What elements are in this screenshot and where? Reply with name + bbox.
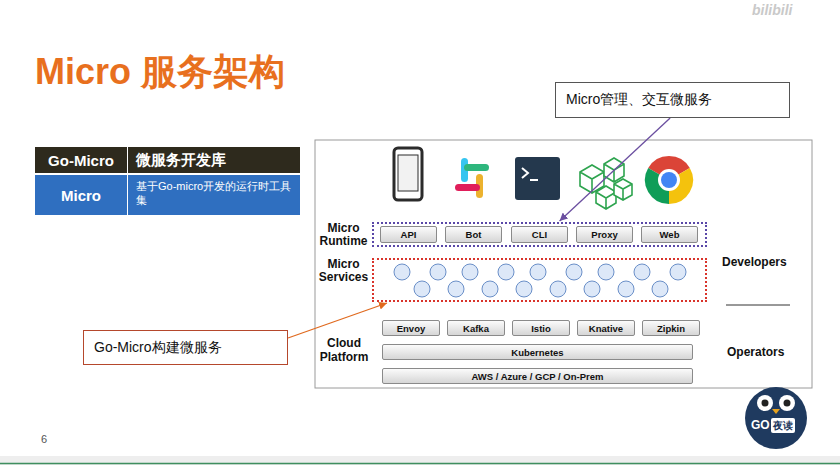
- services-band: Micro Services: [372, 258, 707, 302]
- page-number: 6: [41, 433, 47, 445]
- service-circles: [394, 264, 686, 297]
- table-cell: Micro: [35, 175, 127, 215]
- phone-screen: [398, 155, 418, 191]
- owl-logo: [745, 387, 807, 449]
- node-text: Knative: [589, 323, 623, 334]
- node-text: Bot: [466, 229, 482, 240]
- node-text: CLI: [532, 229, 547, 240]
- node-text: Envoy: [397, 323, 426, 334]
- component-box: API: [380, 226, 437, 243]
- cube: [614, 179, 632, 200]
- service-circle: [652, 281, 668, 297]
- owl-eye: [757, 395, 773, 411]
- service-circle: [550, 281, 566, 297]
- service-circle: [414, 281, 430, 297]
- node-text: Web: [660, 229, 680, 240]
- toolbar-line: [0, 463, 840, 465]
- slack-icon: [464, 164, 489, 171]
- node-text: Micro管理、交互微服务: [566, 91, 712, 109]
- service-circle: [670, 264, 686, 280]
- node-text: 基于Go-micro开发的运行时工具集: [136, 179, 292, 208]
- node-text: 微服务开发库: [136, 151, 226, 170]
- connector-arrow: [288, 303, 387, 338]
- band-heading: Micro Runtime: [317, 222, 370, 248]
- chrome-icon: [658, 169, 680, 191]
- slack-icon: [455, 184, 480, 191]
- service-circle: [584, 281, 600, 297]
- owl-pupil: [784, 400, 791, 407]
- callout-box: Micro管理、交互微服务: [555, 82, 790, 118]
- logo-text: 夜读: [773, 419, 793, 433]
- node-text: Go-Micro构建微服务: [94, 339, 222, 357]
- node-text: Kubernetes: [511, 347, 563, 358]
- service-circle: [462, 264, 478, 280]
- diagram-frame: [315, 140, 812, 388]
- component-box: Proxy: [576, 226, 633, 243]
- service-circle: [634, 264, 650, 280]
- platform-box: Kafka: [447, 320, 505, 336]
- phone-icon: [394, 148, 422, 200]
- connector-arrow: [560, 118, 671, 221]
- terminal-icon: [515, 157, 560, 200]
- owl-beak: [772, 409, 780, 414]
- service-circle: [618, 281, 634, 297]
- service-circle: [598, 264, 614, 280]
- cubes-icon: [580, 158, 632, 209]
- service-circle: [498, 264, 514, 280]
- table-cell: 微服务开发库: [128, 147, 300, 173]
- terminal-prompt: [522, 168, 538, 180]
- row-heading: Cloud Platform: [315, 337, 373, 365]
- platform-box: Istio: [512, 320, 570, 336]
- node-text: Proxy: [591, 229, 617, 240]
- platform-box: Kubernetes: [382, 344, 693, 360]
- runtime-band: Micro RuntimeAPIBotCLIProxyWeb: [372, 222, 707, 247]
- component-box: CLI: [511, 226, 568, 243]
- component-box: Bot: [445, 226, 502, 243]
- node-text: AWS / Azure / GCP / On-Prem: [472, 371, 604, 382]
- band-heading: Micro Services: [317, 258, 370, 284]
- component-box: Web: [641, 226, 698, 243]
- owl-pupil: [762, 400, 769, 407]
- platform-box: AWS / Azure / GCP / On-Prem: [382, 368, 693, 384]
- separator-line: [726, 305, 790, 306]
- role-label: Operators: [727, 345, 784, 359]
- node-text: Go-Micro: [48, 152, 114, 169]
- node-text: Istio: [531, 323, 551, 334]
- owl-book: [771, 418, 795, 433]
- chrome-icon: [661, 172, 677, 188]
- service-circle: [530, 264, 546, 280]
- table-cell: 基于Go-micro开发的运行时工具集: [128, 175, 300, 215]
- node-text: Zipkin: [657, 323, 685, 334]
- service-circle: [448, 281, 464, 297]
- platform-box: Zipkin: [642, 320, 700, 336]
- callout-box: Go-Micro构建微服务: [83, 330, 288, 365]
- watermark: bilibili: [752, 2, 792, 18]
- service-circle: [482, 281, 498, 297]
- node-text: API: [401, 229, 417, 240]
- platform-box: Envoy: [382, 320, 440, 336]
- role-label: Developers: [722, 255, 787, 269]
- slide-title: Micro 服务架构: [35, 48, 285, 97]
- table-cell: Go-Micro: [35, 147, 127, 173]
- cube: [596, 186, 616, 209]
- service-circle: [516, 281, 532, 297]
- service-circle: [430, 264, 446, 280]
- service-circle: [566, 264, 582, 280]
- platform-box: Knative: [577, 320, 635, 336]
- node-text: Micro: [61, 187, 101, 204]
- owl-eye: [779, 395, 795, 411]
- node-text: Kafka: [463, 323, 489, 334]
- logo-text: GO: [751, 418, 770, 432]
- service-circle: [394, 264, 410, 280]
- toolbar-bar: [0, 456, 840, 465]
